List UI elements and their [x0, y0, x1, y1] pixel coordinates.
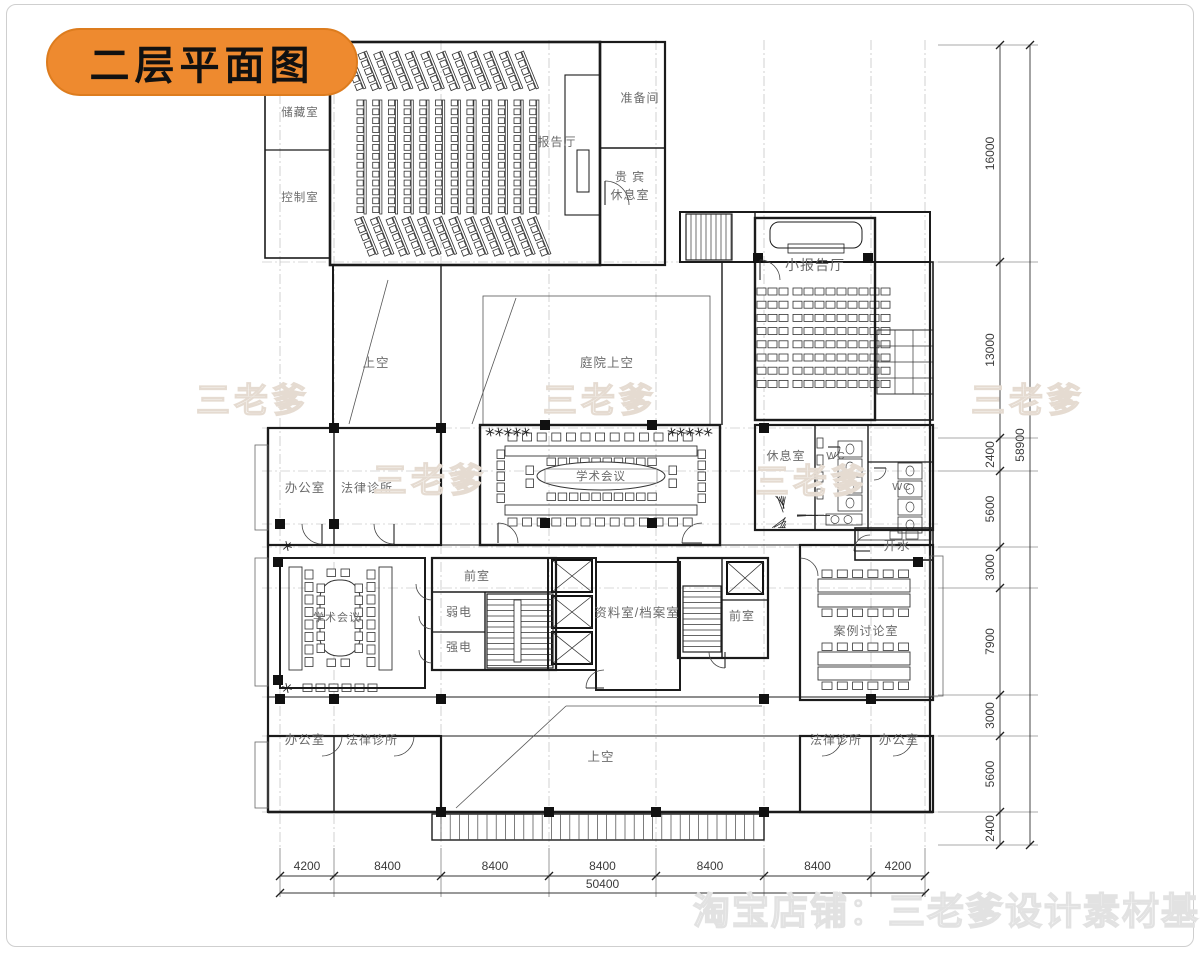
svg-text:三老爹: 三老爹	[755, 463, 869, 501]
svg-text:休息室: 休息室	[766, 448, 805, 463]
svg-text:3000: 3000	[983, 702, 997, 729]
walls-layer	[254, 40, 944, 841]
svg-text:58900: 58900	[1013, 428, 1027, 462]
svg-text:三老爹: 三老爹	[373, 462, 487, 500]
svg-text:休息室: 休息室	[610, 187, 649, 202]
svg-text:准备间: 准备间	[620, 91, 659, 105]
furniture-layer	[282, 50, 934, 693]
svg-text:8400: 8400	[589, 859, 616, 873]
svg-text:WC: WC	[826, 450, 846, 462]
svg-text:弱电: 弱电	[446, 605, 472, 619]
svg-text:学术会议: 学术会议	[576, 469, 626, 483]
svg-text:3000: 3000	[983, 554, 997, 581]
svg-text:前室: 前室	[729, 608, 755, 623]
svg-text:三老爹: 三老爹	[543, 382, 657, 420]
svg-text:前室: 前室	[464, 568, 490, 583]
svg-text:资料室/档案室: 资料室/档案室	[594, 605, 679, 620]
svg-text:4200: 4200	[885, 859, 912, 873]
svg-text:办公室: 办公室	[285, 480, 326, 495]
svg-text:16000: 16000	[983, 136, 997, 170]
svg-text:8400: 8400	[697, 859, 724, 873]
svg-text:8400: 8400	[374, 859, 401, 873]
svg-text:报告厅: 报告厅	[537, 134, 576, 149]
svg-text:淘宝店铺：三老爹设计素材基地: 淘宝店铺：三老爹设计素材基地	[693, 891, 1200, 932]
svg-text:2400: 2400	[983, 441, 997, 468]
svg-text:三老爹: 三老爹	[971, 382, 1085, 420]
svg-text:贵 宾: 贵 宾	[615, 169, 645, 184]
watermark-layer: 三老爹三老爹三老爹三老爹三老爹淘宝店铺：三老爹设计素材基地	[195, 381, 1200, 932]
svg-text:5600: 5600	[983, 495, 997, 522]
svg-text:案例讨论室: 案例讨论室	[833, 623, 898, 638]
svg-text:法律诊所: 法律诊所	[810, 733, 862, 747]
svg-text:开水: 开水	[883, 539, 910, 553]
svg-text:法律诊所: 法律诊所	[341, 481, 393, 495]
svg-text:4200: 4200	[294, 859, 321, 873]
page-title: 二层平面图	[89, 44, 315, 88]
svg-text:学术会议: 学术会议	[313, 610, 361, 624]
svg-text:法律诊所: 法律诊所	[346, 733, 398, 747]
svg-text:13000: 13000	[983, 333, 997, 367]
svg-text:50400: 50400	[586, 877, 620, 891]
svg-text:上空: 上空	[362, 356, 389, 370]
svg-text:8400: 8400	[482, 859, 509, 873]
svg-text:5600: 5600	[983, 760, 997, 787]
svg-text:上空: 上空	[587, 750, 614, 764]
svg-text:储藏室: 储藏室	[281, 105, 319, 119]
svg-text:强电: 强电	[446, 640, 472, 654]
svg-text:庭院上空: 庭院上空	[580, 355, 634, 370]
svg-text:2400: 2400	[983, 815, 997, 842]
svg-text:8400: 8400	[804, 859, 831, 873]
svg-text:WC: WC	[892, 481, 912, 493]
svg-text:7900: 7900	[983, 628, 997, 655]
svg-text:小报告厅: 小报告厅	[785, 257, 845, 273]
svg-text:办公室: 办公室	[285, 732, 326, 747]
dimension-annotations: 4200 8400 8400 8400 8400 8400 4200 50400 16000 13…	[275, 40, 1038, 898]
svg-text:办公室: 办公室	[879, 732, 920, 747]
floor-plan-title-badge: 二层平面图	[46, 28, 358, 96]
svg-text:三老爹: 三老爹	[196, 382, 310, 420]
svg-text:控制室: 控制室	[281, 190, 319, 204]
